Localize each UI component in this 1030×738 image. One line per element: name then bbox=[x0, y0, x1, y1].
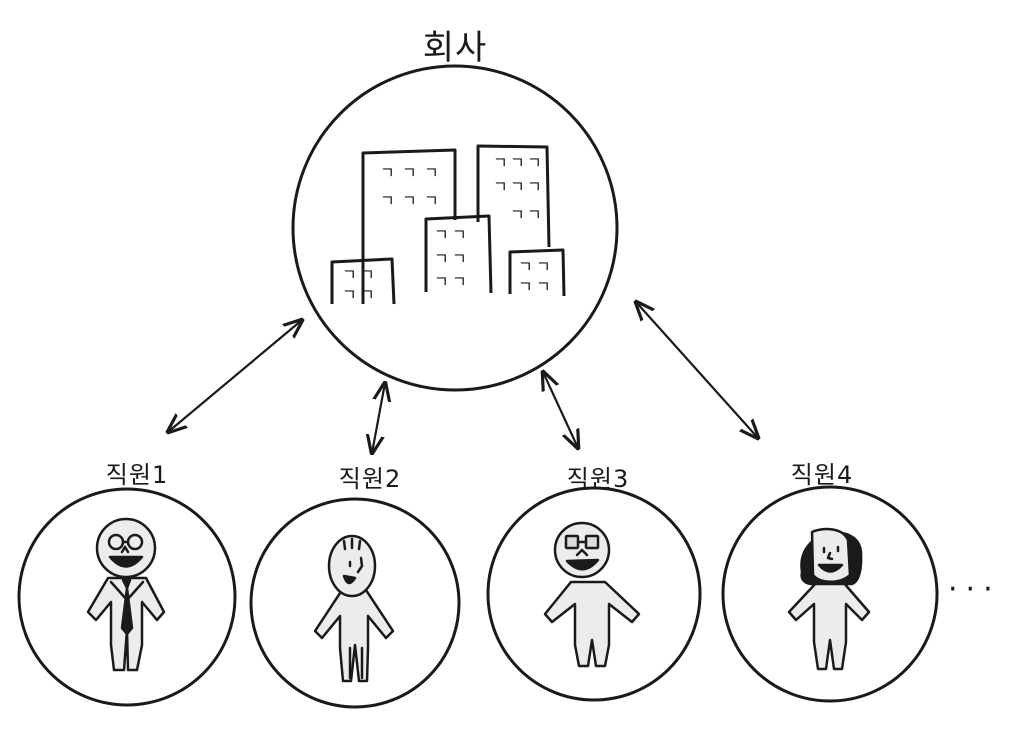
window-mark: ㄱ bbox=[518, 277, 533, 296]
window-mark: ㄱ bbox=[527, 177, 542, 196]
employee-4-label: 직원4 bbox=[790, 461, 854, 489]
employee-2-node bbox=[249, 497, 461, 709]
window-mark: ㄱ bbox=[527, 153, 542, 172]
window-mark: ㄱ bbox=[380, 163, 395, 182]
employee-4-node bbox=[721, 485, 939, 703]
window-mark: ㄱ bbox=[527, 205, 542, 224]
employee-4-circle bbox=[721, 485, 939, 703]
window-mark: ㄱ bbox=[493, 153, 508, 172]
window-mark: ㄱ bbox=[380, 191, 395, 210]
window-mark: ㄱ bbox=[536, 257, 551, 276]
employee-3-node bbox=[486, 486, 702, 702]
window-mark: ㄱ bbox=[360, 265, 375, 284]
arrow-company-employee1 bbox=[168, 320, 302, 432]
window-mark: ㄱ bbox=[434, 225, 449, 244]
window-mark: ㄱ bbox=[434, 249, 449, 268]
company-label: 회사 bbox=[422, 28, 488, 68]
window-mark: ㄱ bbox=[452, 272, 467, 291]
employee-1-circle bbox=[17, 487, 237, 707]
window-mark: ㄱ bbox=[518, 257, 533, 276]
window-mark: ㄱ bbox=[510, 153, 525, 172]
more-employees-ellipsis: ··· bbox=[948, 572, 1001, 607]
employee-1-label: 직원1 bbox=[105, 461, 169, 489]
employee-2-circle bbox=[249, 497, 461, 709]
employee-3-circle bbox=[486, 486, 702, 702]
window-mark: ㄱ bbox=[360, 285, 375, 304]
employee-2-label: 직원2 bbox=[338, 465, 402, 493]
woman-employee-icon bbox=[787, 527, 871, 671]
company-circle bbox=[291, 64, 619, 392]
window-mark: ㄱ bbox=[493, 177, 508, 196]
arrow-company-employee2 bbox=[372, 383, 385, 453]
window-mark: ㄱ bbox=[536, 277, 551, 296]
window-mark: ㄱ bbox=[424, 191, 439, 210]
buildings-icon bbox=[330, 144, 566, 305]
businessman-icon bbox=[86, 517, 166, 672]
connection-arrows bbox=[168, 302, 758, 453]
window-mark: ㄱ bbox=[452, 225, 467, 244]
arrow-company-employee4 bbox=[636, 302, 758, 438]
window-mark: ㄱ bbox=[452, 249, 467, 268]
arrow-company-employee3 bbox=[543, 372, 578, 448]
window-mark: ㄱ bbox=[434, 272, 449, 291]
window-mark: ㄱ bbox=[510, 205, 525, 224]
employee-1-node bbox=[17, 487, 237, 707]
glasses-employee-icon bbox=[543, 521, 641, 668]
employee-2-figure-icon bbox=[313, 534, 395, 683]
window-mark: ㄱ bbox=[424, 163, 439, 182]
window-mark: ㄱ bbox=[402, 191, 417, 210]
employee-3-label: 직원3 bbox=[566, 465, 630, 493]
window-mark: ㄱ bbox=[510, 177, 525, 196]
window-mark: ㄱ bbox=[402, 163, 417, 182]
window-mark: ㄱ bbox=[342, 265, 357, 284]
window-mark: ㄱ bbox=[342, 285, 357, 304]
